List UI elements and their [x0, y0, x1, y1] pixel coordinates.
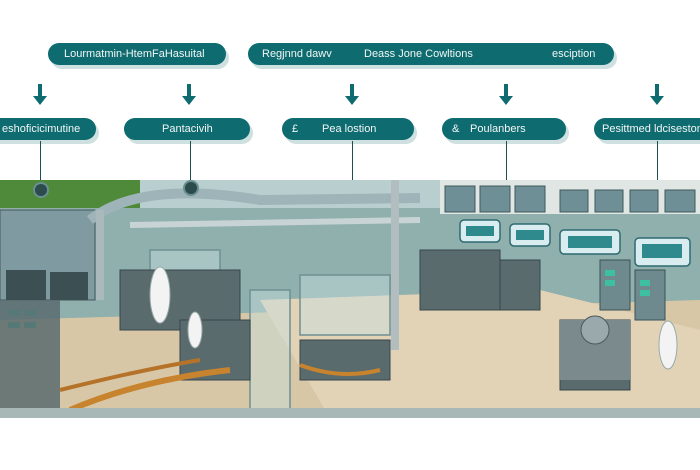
node-2: Pantacivih: [124, 118, 250, 140]
currency-pound-icon: £: [292, 123, 299, 135]
node-1-label: eshoficicimutine: [2, 123, 81, 135]
top-label-left: Lourmatmin-HtemFaHasuital: [48, 43, 226, 65]
wire-2: [190, 141, 191, 181]
node-1: eshoficicimutine: [0, 118, 96, 140]
node-5: Pesittmed ldciseston: [594, 118, 700, 140]
node-5-label: Pesittmed ldciseston: [602, 123, 700, 135]
connector-dot-1: [33, 182, 49, 198]
facility-illustration: [0, 180, 700, 418]
wire-5: [657, 141, 658, 181]
footer-band: [0, 418, 700, 470]
wire-1: [40, 141, 41, 181]
node-4: & Poulanbers: [442, 118, 566, 140]
top-label-right-text-b: Deass Jone Cowltions: [364, 48, 473, 60]
top-label-right-text-c: esciption: [552, 48, 596, 60]
top-label-right: Regjnnd dawv Deass Jone Cowltions escipt…: [248, 43, 614, 65]
top-label-right-text-a: Regjnnd dawv: [262, 48, 332, 60]
wire-3: [352, 141, 353, 181]
node-3: £ Pea lostion: [282, 118, 414, 140]
node-3-label: Pea lostion: [322, 123, 377, 135]
node-2-label: Pantacivih: [162, 123, 213, 135]
top-label-left-text: Lourmatmin-HtemFaHasuital: [64, 48, 205, 60]
node-4-label: Poulanbers: [470, 123, 526, 135]
wire-4: [506, 141, 507, 181]
ampersand-icon: &: [452, 123, 460, 135]
connector-dot-2: [183, 180, 199, 196]
